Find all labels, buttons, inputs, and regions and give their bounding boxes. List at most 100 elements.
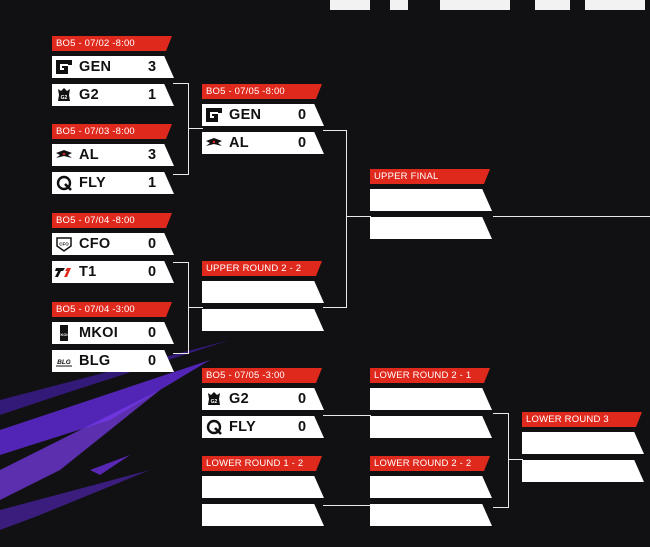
team-name: GEN <box>229 107 262 123</box>
team-row-al[interactable]: AL 0 <box>202 132 324 154</box>
match-header: BO5 - 07/04 -8:00 <box>52 213 172 228</box>
team-slot-tbd[interactable] <box>370 504 492 526</box>
team-score: 0 <box>297 135 307 151</box>
team-name: T1 <box>79 264 97 280</box>
team-score: 0 <box>147 264 157 280</box>
connector-lr1m2-out <box>323 505 371 506</box>
team-slot-tbd[interactable] <box>202 309 324 331</box>
team-slot-tbd[interactable] <box>370 217 492 239</box>
team-name: MKOI <box>79 325 119 341</box>
team-name: G2 <box>229 391 249 407</box>
team-score: 0 <box>147 325 157 341</box>
connector-lr2 <box>493 413 509 508</box>
match-lr2m2[interactable]: LOWER ROUND 2 - 2 <box>370 456 492 526</box>
team-slot-tbd[interactable] <box>370 416 492 438</box>
team-score: 0 <box>147 236 157 252</box>
team-row-cfo[interactable]: CFO CFO 0 <box>52 233 174 255</box>
team-score: 3 <box>147 59 157 75</box>
al-logo-icon <box>205 135 223 151</box>
blg-logo-icon: BLG <box>55 353 73 369</box>
connector-ur1-a <box>173 83 189 175</box>
svg-text:BLG: BLG <box>57 359 71 366</box>
svg-text:G2: G2 <box>211 399 218 405</box>
match-header: LOWER ROUND 1 - 2 <box>202 456 322 471</box>
connector-ur2-out <box>346 216 371 217</box>
team-slot-tbd[interactable] <box>202 504 324 526</box>
team-name: GEN <box>79 59 112 75</box>
team-name: BLG <box>79 353 111 369</box>
connector-ur1-b <box>173 262 189 354</box>
match-header: LOWER ROUND 2 - 1 <box>370 368 490 383</box>
team-row-fly[interactable]: FLY 1 <box>52 172 174 194</box>
team-score: 0 <box>297 107 307 123</box>
fly-logo-icon <box>205 419 223 435</box>
match-header: LOWER ROUND 3 <box>522 412 642 427</box>
team-score: 0 <box>147 353 157 369</box>
team-score: 3 <box>147 147 157 163</box>
match-lr2m1[interactable]: LOWER ROUND 2 - 1 <box>370 368 492 438</box>
cropped-title-decoration <box>330 0 650 14</box>
match-header: UPPER FINAL <box>370 169 490 184</box>
connector-ur2 <box>323 130 347 308</box>
team-slot-tbd[interactable] <box>522 460 644 482</box>
team-slot-tbd[interactable] <box>370 189 492 211</box>
team-slot-tbd[interactable] <box>370 476 492 498</box>
connector-lr2-out <box>508 459 523 460</box>
match-header: BO5 - 07/05 -8:00 <box>202 84 322 99</box>
team-name: AL <box>229 135 249 151</box>
match-header: UPPER ROUND 2 - 2 <box>202 261 322 276</box>
match-header: BO5 - 07/03 -8:00 <box>52 124 172 139</box>
gen-logo-icon <box>55 59 73 75</box>
team-row-fly[interactable]: FLY 0 <box>202 416 324 438</box>
gen-logo-icon <box>205 107 223 123</box>
match-ur2m2[interactable]: UPPER ROUND 2 - 2 <box>202 261 324 331</box>
svg-text:KOI: KOI <box>60 332 67 337</box>
team-name: FLY <box>229 419 256 435</box>
team-slot-tbd[interactable] <box>370 388 492 410</box>
fly-logo-icon <box>55 175 73 191</box>
team-name: CFO <box>79 236 111 252</box>
team-slot-tbd[interactable] <box>522 432 644 454</box>
match-header: BO5 - 07/05 -3:00 <box>202 368 322 383</box>
al-logo-icon <box>55 147 73 163</box>
team-row-blg[interactable]: BLG BLG 0 <box>52 350 174 372</box>
match-header: LOWER ROUND 2 - 2 <box>370 456 490 471</box>
team-score: 1 <box>147 87 157 103</box>
match-header: BO5 - 07/02 -8:00 <box>52 36 172 51</box>
team-row-al[interactable]: AL 3 <box>52 144 174 166</box>
connector-lr1m1-out <box>323 415 371 416</box>
team-row-gen[interactable]: GEN 3 <box>52 56 174 78</box>
team-name: FLY <box>79 175 106 191</box>
team-score: 0 <box>297 391 307 407</box>
team-slot-tbd[interactable] <box>202 281 324 303</box>
t1-logo-icon <box>55 264 73 280</box>
match-lr3[interactable]: LOWER ROUND 3 <box>522 412 644 482</box>
svg-text:CFO: CFO <box>59 242 69 247</box>
connector-ur1-b-out <box>188 307 203 308</box>
team-row-t1[interactable]: T1 0 <box>52 261 174 283</box>
team-slot-tbd[interactable] <box>202 476 324 498</box>
team-score: 1 <box>147 175 157 191</box>
connector-upper-final-out <box>493 216 650 217</box>
mkoi-logo-icon: KOI <box>55 325 73 341</box>
match-header: BO5 - 07/04 -3:00 <box>52 302 172 317</box>
team-row-gen[interactable]: GEN 0 <box>202 104 324 126</box>
team-name: G2 <box>79 87 99 103</box>
team-name: AL <box>79 147 99 163</box>
match-lr1m2[interactable]: LOWER ROUND 1 - 2 <box>202 456 324 526</box>
cfo-logo-icon: CFO <box>55 236 73 252</box>
svg-text:G2: G2 <box>61 95 68 101</box>
g2-logo-icon: G2 <box>55 87 73 103</box>
team-row-mkoi[interactable]: KOI MKOI 0 <box>52 322 174 344</box>
match-uf[interactable]: UPPER FINAL <box>370 169 492 239</box>
connector-ur1-a-out <box>188 128 203 129</box>
team-score: 0 <box>297 419 307 435</box>
